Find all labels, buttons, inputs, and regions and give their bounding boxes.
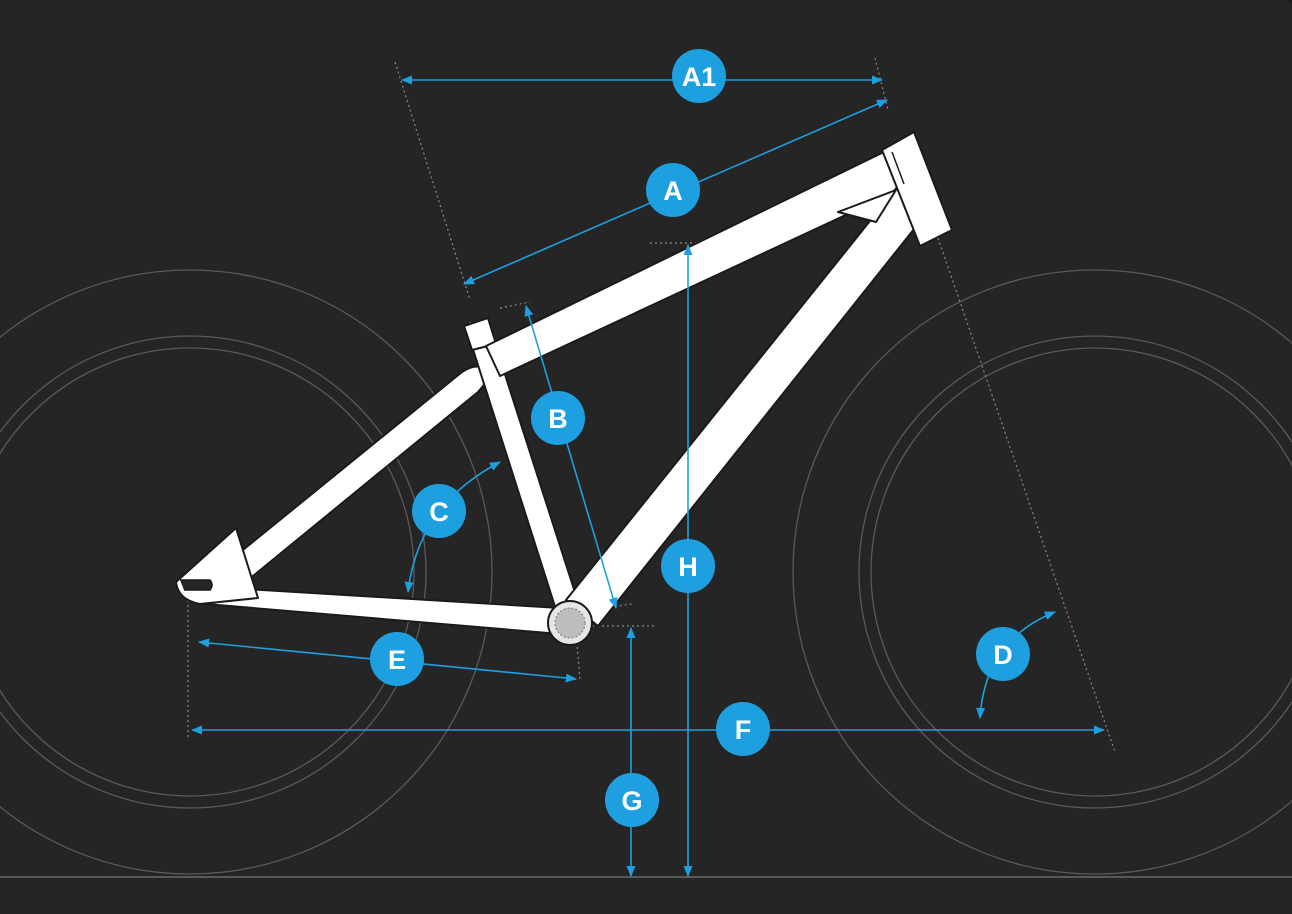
badge-e-text: E [388, 645, 406, 675]
badge-h: H [661, 539, 715, 593]
badge-d-text: D [993, 640, 1013, 670]
badge-c: C [412, 484, 466, 538]
head-tube [881, 131, 953, 247]
badge-d: D [976, 627, 1030, 681]
badge-h-text: H [678, 552, 698, 582]
badge-a-text: A [663, 176, 683, 206]
seat-stay [205, 365, 489, 599]
badge-f: F [716, 702, 770, 756]
badge-b: B [531, 391, 585, 445]
badge-c-text: C [429, 497, 449, 527]
badge-g: G [605, 773, 659, 827]
rear-dropout [175, 527, 259, 605]
bike-frame [175, 131, 953, 646]
front-wheel [792, 269, 1292, 875]
badge-a1: A1 [672, 49, 726, 103]
badge-a1-text: A1 [682, 62, 717, 92]
b-arrow [524, 304, 618, 610]
badge-g-text: G [621, 786, 642, 816]
badge-b-text: B [548, 404, 568, 434]
badge-a: A [646, 163, 700, 217]
badge-f-text: F [735, 715, 752, 745]
seat-tube [469, 333, 581, 617]
badge-e: E [370, 632, 424, 686]
guide-lines [187, 57, 1116, 753]
